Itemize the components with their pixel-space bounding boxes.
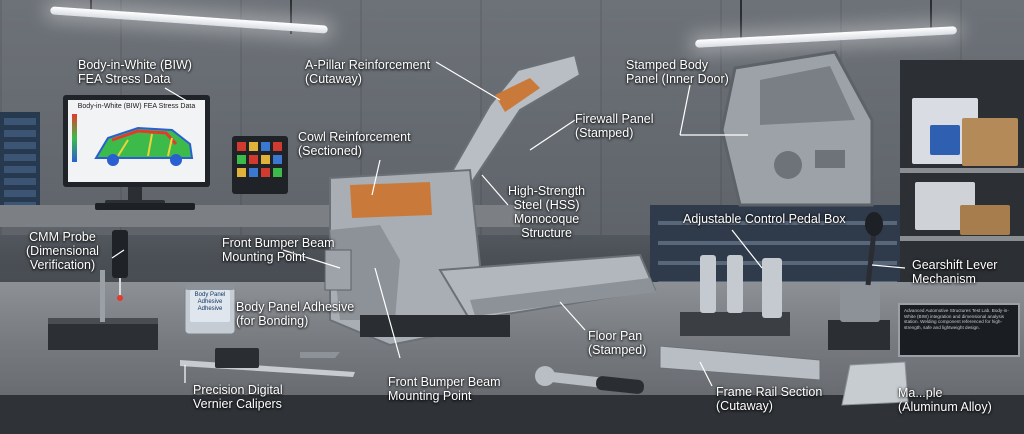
shift-lever [865,231,877,286]
callout-adhesive: Body Panel Adhesive (for Bonding) [236,300,355,328]
door-speaker-hole [774,151,802,179]
caliper-beam [180,360,355,377]
bumper-mount-bracket [324,249,352,291]
callout-bumper-mount-upper: Front Bumper Beam Mounting Point [222,236,335,264]
callout-bumper-mount-lower: Front Bumper Beam Mounting Point [388,375,501,403]
connector-parts-box [232,136,288,194]
callout-frame-rail: Frame Rail Section (Cutaway) [716,385,823,413]
shelf-board [900,236,1024,241]
lamp-wire [90,0,92,16]
callout-calipers: Precision Digital Vernier Calipers [193,383,283,411]
granite-block [48,322,158,350]
fea-monitor: Body-in-White (BIW) FEA Stress Data [63,95,210,187]
monitor-screen: Body-in-White (BIW) FEA Stress Data [68,100,205,182]
cardboard-box [962,118,1018,166]
callout-cmm-probe: CMM Probe (Dimensional Verification) [26,230,99,272]
monitor-screen-title: Body-in-White (BIW) FEA Stress Data [77,103,196,110]
door-window-opening [760,66,855,125]
cardboard-box [960,205,1010,235]
lamp-wire [740,0,742,40]
rocker-panel [470,278,656,316]
callout-gearshift: Gearshift Lever Mechanism [912,258,998,286]
ratchet-handle [595,376,645,394]
lamp-wire [290,0,292,34]
callout-firewall: Firewall Panel (Stamped) [575,112,654,140]
callout-hss: High-Strength Steel (HSS) Monocoque Stru… [508,184,586,240]
callout-cowl: Cowl Reinforcement (Sectioned) [298,130,411,158]
shifter-housing [840,282,880,322]
plaque-text: Advanced Automotive Structures Test Lab.… [904,308,1009,330]
callout-biw-fea: Body-in-White (BIW) FEA Stress Data [78,58,192,86]
monitor-stand [128,187,142,203]
callout-a-pillar: A-Pillar Reinforcement (Cutaway) [305,58,431,86]
connector-grid [237,142,282,177]
loose-bolt [300,352,340,358]
frame-rail [659,345,821,381]
callout-stamped-body-panel: Stamped Body Panel (Inner Door) [626,58,729,86]
cowl-cutaway [350,182,432,218]
shelf-board [900,168,1024,173]
callout-floor-pan: Floor Pan (Stamped) [588,329,647,357]
lamp-wire [930,0,932,28]
aluminum-sample [841,361,909,406]
info-plaque: Advanced Automotive Structures Test Lab.… [898,303,1020,357]
fea-car-body-render [72,114,194,166]
shift-knob [865,212,883,236]
pedal-clutch [700,255,716,313]
callout-material-sample: Ma...ple (Aluminum Alloy) [898,386,992,414]
ratchet-head [535,366,555,386]
parts-box-label [930,125,960,155]
probe-post [100,270,105,322]
adhesive-can-lid [185,284,235,290]
adhesive-can-label: Body Panel Adhesive Adhesive [190,290,230,322]
keyboard [95,203,195,210]
pedal-throttle [762,258,782,318]
callout-pedal-box: Adjustable Control Pedal Box [683,212,846,226]
caliper-display [215,348,259,368]
shifter-base [828,320,890,350]
a-pillar-cutaway [495,78,540,112]
probe-body [112,230,128,278]
door-access-hole [815,150,845,168]
pedal-brake [727,255,743,313]
biw-stand [360,315,510,337]
probe-tip [117,295,123,301]
